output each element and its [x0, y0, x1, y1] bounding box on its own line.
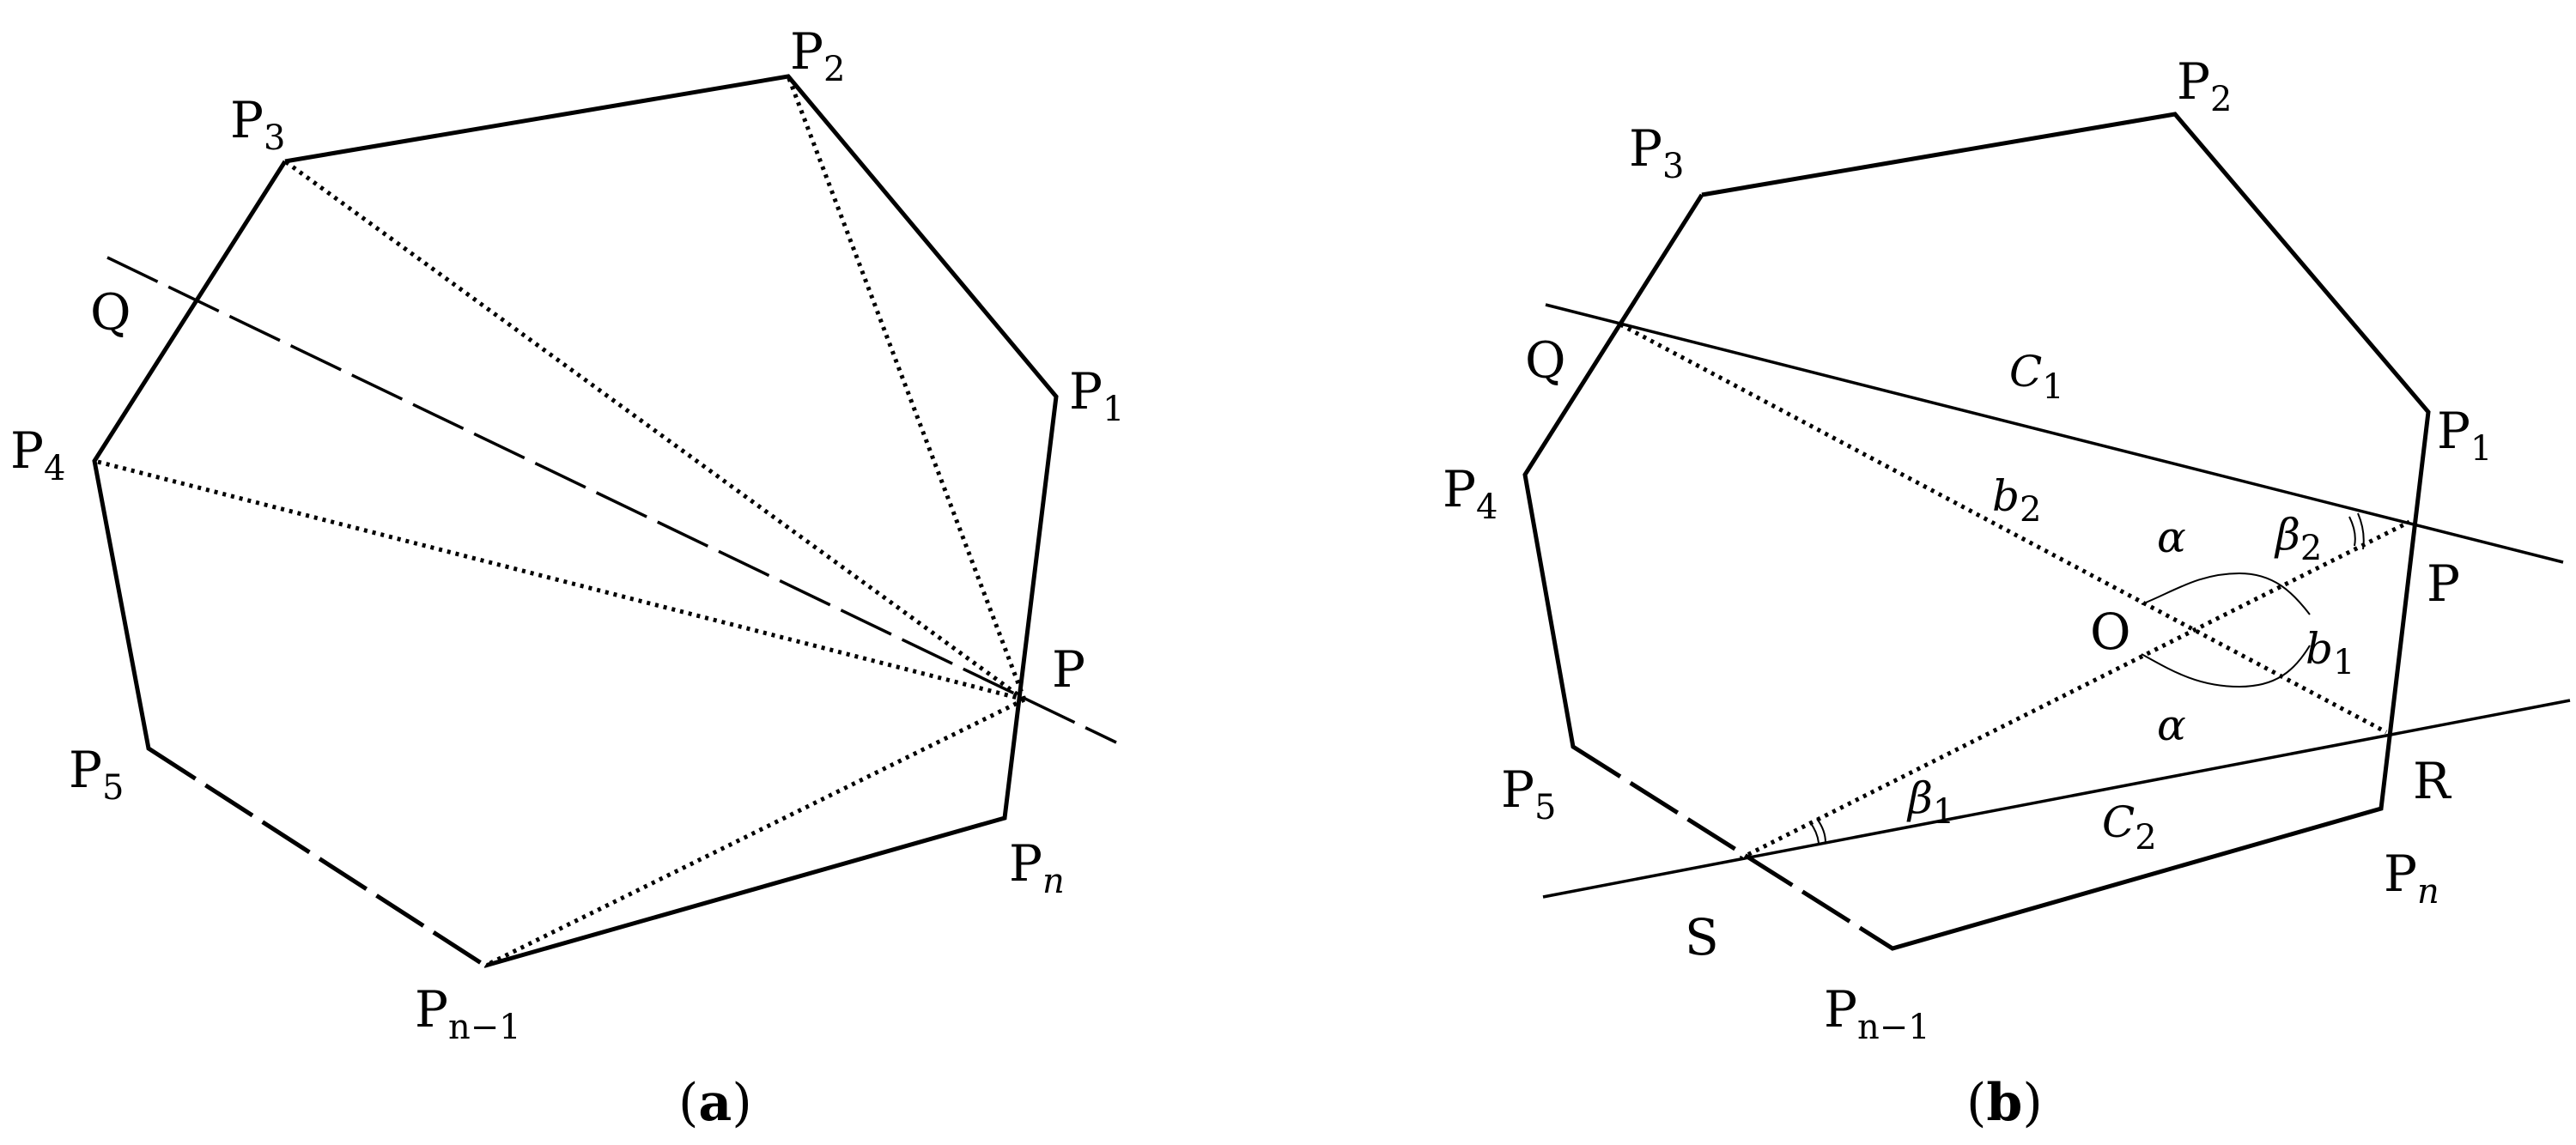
polygon-a [92, 74, 1059, 968]
label-b2: b2 [1992, 471, 2041, 530]
label-p3: P3 [230, 91, 285, 158]
label-pn-minus-1: Pn−1 [1824, 980, 1930, 1047]
edge-p5-pn1-dashed [147, 746, 487, 968]
label-q: Q [1525, 331, 1566, 390]
label-beta1: β1 [1906, 773, 1954, 832]
label-p: P [1052, 640, 1085, 699]
segment-s-p [1739, 519, 2411, 861]
polygon-b [1522, 112, 2431, 951]
diagonal-p-p2 [786, 76, 1027, 700]
diagonal-p-p3 [283, 159, 1026, 702]
label-alpha-top: α [2157, 512, 2186, 562]
line-q-p [106, 256, 1117, 744]
label-pn-minus-1: Pn−1 [415, 980, 521, 1047]
diagonal-p-p4 [94, 458, 1025, 702]
label-p4: P4 [1443, 460, 1498, 527]
label-p2: P2 [2177, 52, 2232, 119]
angle-beta2-arc [2348, 516, 2356, 547]
label-p1: P1 [1069, 362, 1124, 429]
label-c1: C1 [2009, 347, 2064, 407]
panel-a: P3 P2 P1 P4 P5 Pn Pn−1 P Q (a) [10, 22, 1124, 1133]
label-p: P [2427, 554, 2460, 613]
label-pn: Pn [1009, 834, 1065, 901]
angle-beta2-arc-2 [2357, 512, 2365, 550]
label-r: R [2413, 752, 2452, 810]
angle-alpha-bottom-arc [2141, 645, 2311, 688]
label-p5: P5 [69, 741, 124, 808]
label-p4: P4 [10, 421, 65, 488]
label-p1: P1 [2437, 402, 2492, 469]
angle-beta1-arc [1809, 821, 1820, 844]
line-c1 [1545, 303, 2564, 564]
label-p2: P2 [790, 22, 845, 89]
caption-a: (a) [678, 1073, 752, 1133]
caption-b: (b) [1966, 1073, 2043, 1133]
line-c2 [1542, 699, 2571, 899]
label-alpha-bottom: α [2157, 700, 2186, 750]
label-o: O [2090, 603, 2131, 661]
label-p5: P5 [1501, 760, 1556, 827]
segment-q-r [1619, 322, 2388, 735]
label-c2: C2 [2102, 797, 2157, 857]
diagonal-p-pn1 [483, 697, 1026, 968]
label-s: S [1685, 908, 1719, 966]
angle-beta1-arc-2 [1816, 818, 1826, 844]
label-b1: b1 [2306, 624, 2354, 682]
angle-alpha-top-arc [2141, 572, 2311, 615]
label-p3: P3 [1629, 119, 1684, 186]
label-beta2: β2 [2274, 510, 2322, 568]
edge-p5-pn1-dashed [1571, 744, 1894, 951]
panel-b: P3 P2 P1 P4 P5 Pn Pn−1 P Q R S O C1 C2 b… [1443, 52, 2571, 1133]
label-q: Q [90, 283, 131, 342]
label-pn: Pn [2384, 845, 2439, 912]
